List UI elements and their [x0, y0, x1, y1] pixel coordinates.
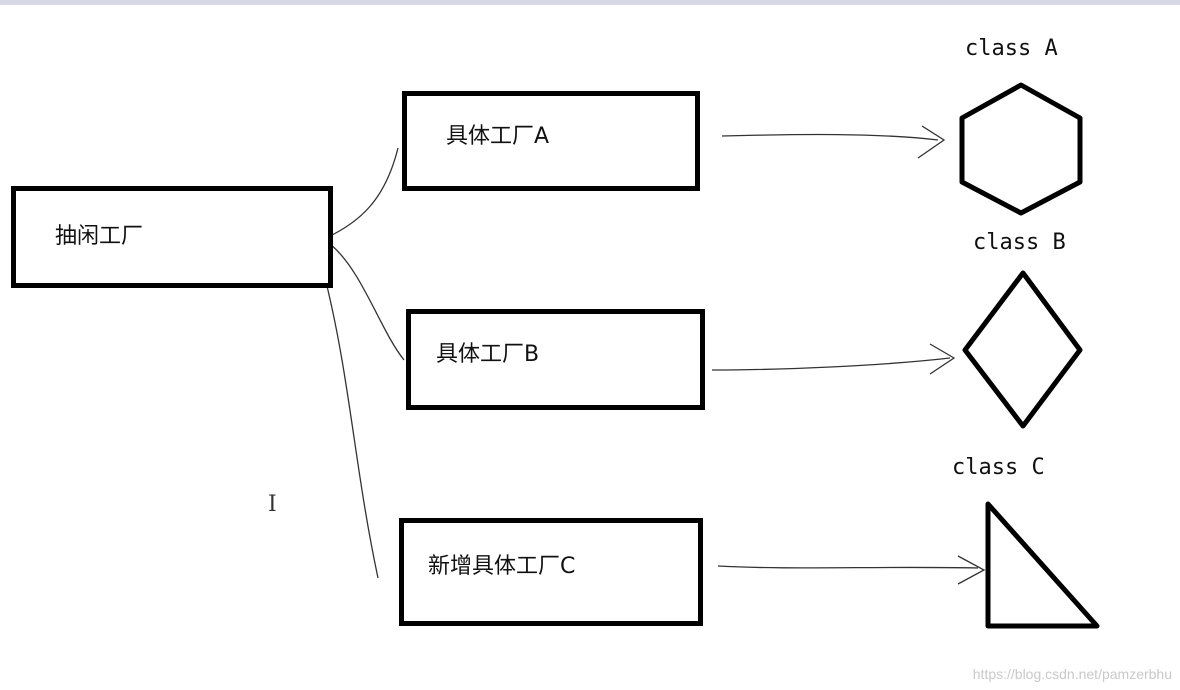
class-a-label: class A: [965, 36, 1058, 61]
abstract-factory-label: 抽闲工厂: [55, 224, 144, 249]
arrowhead-a: [917, 125, 946, 159]
diamond-shape: [962, 270, 1083, 429]
factory-b-box: [406, 309, 705, 410]
arrowhead-b: [929, 343, 956, 375]
abstract-factory-box: [11, 186, 333, 288]
window-top-bar: [0, 0, 1180, 5]
factory-c-box: [399, 518, 703, 626]
branch-line-a: [325, 147, 399, 239]
hexagon-shape: [959, 82, 1083, 216]
branch-line-b: [329, 243, 405, 361]
class-b-label: class B: [973, 230, 1066, 255]
branch-line-c: [325, 281, 379, 579]
text-cursor-icon: I: [268, 492, 277, 517]
arrow-line-c: [717, 565, 979, 569]
class-c-label: class C: [952, 455, 1045, 480]
arrow-line-b: [711, 357, 951, 371]
arrowhead-c: [957, 555, 986, 585]
triangle-shape: [985, 501, 1100, 629]
arrow-line-a: [721, 133, 939, 141]
watermark: https://blog.csdn.net/pamzerbhu: [972, 666, 1172, 682]
factory-a-box: [402, 91, 700, 191]
factory-b-label: 具体工厂B: [436, 342, 540, 367]
factory-a-label: 具体工厂A: [446, 124, 550, 149]
factory-c-label: 新增具体工厂C: [428, 554, 576, 579]
